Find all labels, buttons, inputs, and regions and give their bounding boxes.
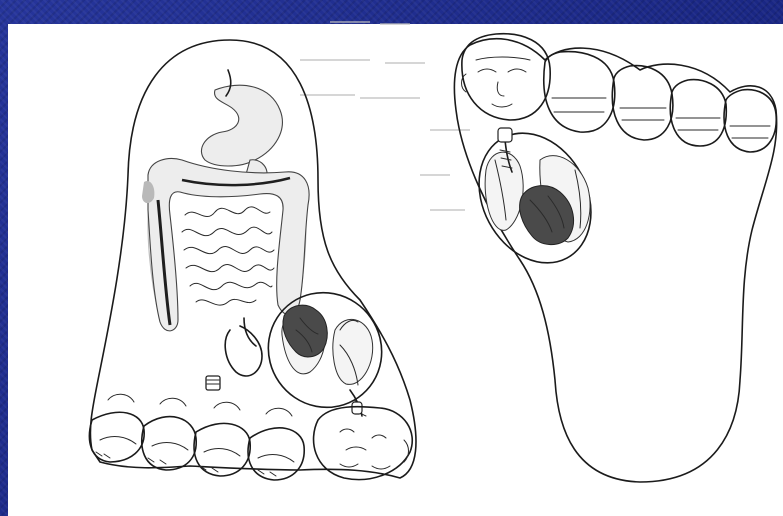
stomach-organ xyxy=(201,85,282,166)
right-foot-outline xyxy=(454,39,776,482)
small-intestine-organ xyxy=(182,207,274,305)
right-lung xyxy=(333,319,373,384)
chest-area xyxy=(246,270,404,429)
faint-background-marks xyxy=(300,22,470,210)
right-foot-figure xyxy=(454,34,776,482)
right-sole-left-lung xyxy=(485,152,523,230)
right-face-icon xyxy=(462,34,551,120)
left-foot-figure xyxy=(89,40,416,480)
right-foot-toes xyxy=(544,52,776,152)
